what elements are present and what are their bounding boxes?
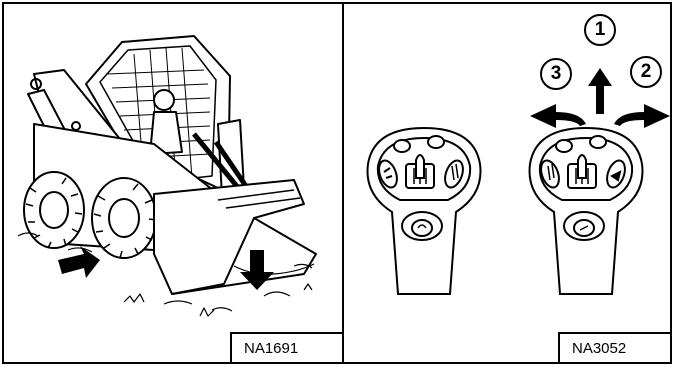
step-1-callout: 1 [584,14,616,46]
figure-code-right: NA3052 [558,332,670,362]
curved-arrow-left-icon [530,104,586,128]
figure-code-left: NA1691 [230,332,342,362]
right-panel: 1 2 3 NA3052 [344,4,670,362]
joystick-right-icon [530,128,643,294]
step-3-callout: 3 [540,58,572,90]
forward-arrow-icon [58,246,100,278]
up-arrow-icon [588,68,612,114]
skid-steer-loader-illustration [4,4,342,362]
left-panel: NA1691 [4,4,342,362]
joystick-left-icon [368,128,481,294]
curved-arrow-right-icon [614,104,670,128]
step-2-callout: 2 [630,56,662,88]
